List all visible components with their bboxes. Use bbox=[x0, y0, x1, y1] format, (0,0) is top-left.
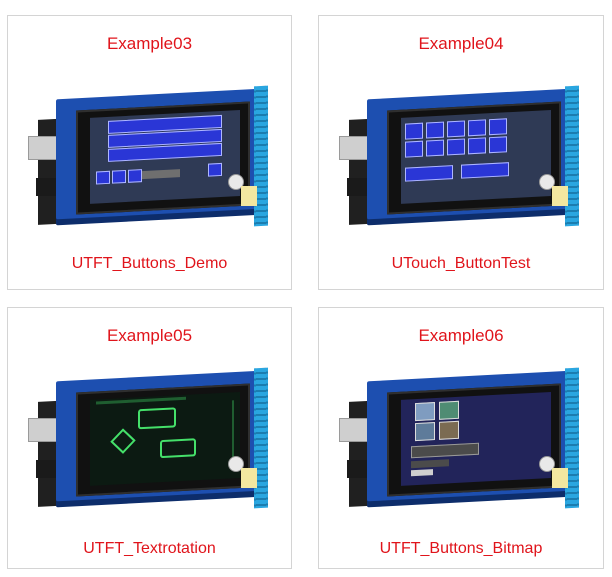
example06-title: Example06 bbox=[418, 326, 504, 345]
example05-caption: UTFT_Textrotation bbox=[83, 540, 216, 557]
lcd-screen bbox=[401, 109, 551, 204]
example06-card: Example06 UTFT_Buttons_Bitmap bbox=[318, 307, 604, 569]
example05-title: Example05 bbox=[106, 326, 193, 345]
example03-card: Example03 UTFT_Buttons_Demo bbox=[7, 15, 292, 290]
example06-caption: UTFT_Buttons_Bitmap bbox=[379, 540, 543, 557]
example04-title: Example04 bbox=[418, 34, 504, 53]
arduino-board-image bbox=[28, 367, 278, 518]
lcd-screen bbox=[90, 109, 240, 204]
example03-caption: UTFT_Buttons_Demo bbox=[71, 255, 228, 272]
example03-title: Example03 bbox=[106, 34, 193, 53]
lcd-screen bbox=[90, 391, 240, 486]
example04-caption: UTouch_ButtonTest bbox=[391, 255, 531, 272]
example05-card: Example05 UTFT_Textrotation bbox=[7, 307, 292, 569]
arduino-board-image bbox=[28, 85, 278, 236]
arduino-board-image bbox=[339, 367, 589, 518]
arduino-board-image bbox=[339, 85, 589, 236]
example04-card: Example04 bbox=[318, 15, 604, 290]
